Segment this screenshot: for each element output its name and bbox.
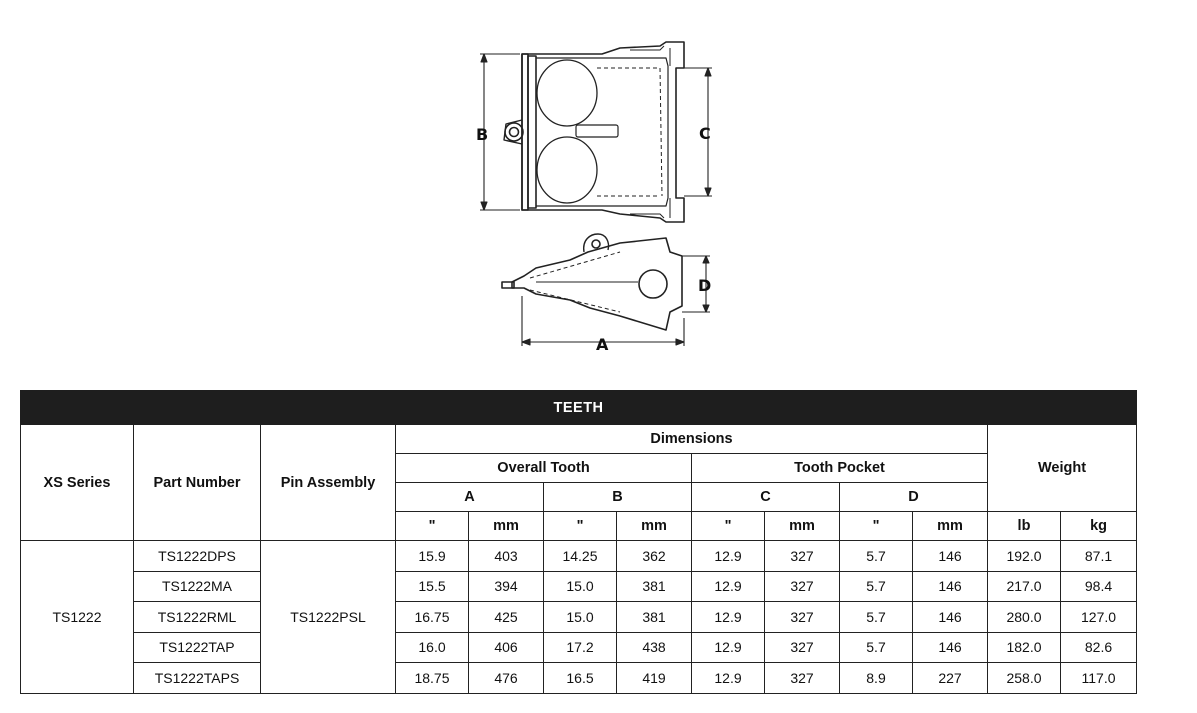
label-a: A <box>596 335 609 354</box>
d-inch-cell: 8.9 <box>839 662 913 694</box>
b-inch-cell: 16.5 <box>543 662 617 694</box>
table-title: TEETH <box>19 390 1138 425</box>
tooth-dimension-drawing: B C D A <box>476 41 712 354</box>
part-number-cell: TS1222RML <box>133 601 261 633</box>
table-row: TS1222TAP 16.0 406 17.2 438 12.9 327 5.7… <box>21 631 1138 663</box>
header-pin-assembly: Pin Assembly <box>260 424 396 541</box>
c-inch-cell: 12.9 <box>691 570 765 602</box>
a-inch-cell: 16.75 <box>395 601 469 633</box>
unit-kg: kg <box>1059 511 1138 541</box>
a-mm-cell: 476 <box>468 662 544 694</box>
weight-kg-cell: 87.1 <box>1059 540 1138 572</box>
weight-lb-cell: 192.0 <box>987 540 1061 572</box>
d-inch-cell: 5.7 <box>839 601 913 633</box>
table-row: TS1222RML 16.75 425 15.0 381 12.9 327 5.… <box>21 601 1138 633</box>
series-cell: TS1222 <box>20 540 134 694</box>
unit-mm: mm <box>468 511 544 541</box>
unit-mm: mm <box>616 511 692 541</box>
c-inch-cell: 12.9 <box>691 540 765 572</box>
header-tooth-pocket: Tooth Pocket <box>691 453 988 483</box>
unit-lb: lb <box>987 511 1061 541</box>
d-inch-cell: 5.7 <box>839 570 913 602</box>
d-mm-cell: 146 <box>912 601 988 633</box>
table-row: TS1222MA 15.5 394 15.0 381 12.9 327 5.7 … <box>21 570 1138 602</box>
dimension-c-line <box>684 67 712 197</box>
table-row: TS1222TAPS 18.75 476 16.5 419 12.9 327 8… <box>21 662 1138 694</box>
weight-lb-cell: 217.0 <box>987 570 1061 602</box>
weight-kg-cell: 82.6 <box>1059 631 1138 663</box>
b-mm-cell: 381 <box>616 601 692 633</box>
a-inch-cell: 15.9 <box>395 540 469 572</box>
c-inch-cell: 12.9 <box>691 601 765 633</box>
b-mm-cell: 381 <box>616 570 692 602</box>
c-mm-cell: 327 <box>764 662 840 694</box>
a-mm-cell: 394 <box>468 570 544 602</box>
a-inch-cell: 16.0 <box>395 631 469 663</box>
header-dimensions: Dimensions <box>395 424 988 454</box>
header-overall-tooth: Overall Tooth <box>395 453 692 483</box>
b-inch-cell: 15.0 <box>543 570 617 602</box>
dimension-a-line <box>521 296 685 346</box>
unit-inch: " <box>543 511 617 541</box>
b-inch-cell: 15.0 <box>543 601 617 633</box>
label-c: C <box>699 124 711 143</box>
header-weight: Weight <box>986 424 1138 512</box>
c-mm-cell: 327 <box>764 631 840 663</box>
weight-lb-cell: 182.0 <box>987 631 1061 663</box>
b-inch-cell: 17.2 <box>543 631 617 663</box>
header-xs-series: XS Series <box>20 424 134 541</box>
header-part-number: Part Number <box>133 424 261 541</box>
d-mm-cell: 146 <box>912 570 988 602</box>
part-number-cell: TS1222TAPS <box>133 662 261 694</box>
dimension-d-line <box>682 255 710 313</box>
a-inch-cell: 15.5 <box>395 570 469 602</box>
part-number-cell: TS1222TAP <box>133 631 261 663</box>
label-d: D <box>698 276 711 295</box>
unit-inch: " <box>839 511 913 541</box>
header-b: B <box>543 482 692 512</box>
a-mm-cell: 425 <box>468 601 544 633</box>
c-inch-cell: 12.9 <box>691 631 765 663</box>
b-mm-cell: 438 <box>616 631 692 663</box>
d-mm-cell: 146 <box>912 540 988 572</box>
d-mm-cell: 146 <box>912 631 988 663</box>
table-row: TS1222 TS1222DPS TS1222PSL 15.9 403 14.2… <box>20 540 1138 694</box>
part-number-cell: TS1222MA <box>133 570 261 602</box>
a-mm-cell: 406 <box>468 631 544 663</box>
unit-inch: " <box>691 511 765 541</box>
b-mm-cell: 419 <box>616 662 692 694</box>
c-mm-cell: 327 <box>764 540 840 572</box>
label-b: B <box>476 125 488 144</box>
unit-inch: " <box>395 511 469 541</box>
weight-kg-cell: 127.0 <box>1059 601 1138 633</box>
unit-mm: mm <box>912 511 988 541</box>
d-inch-cell: 5.7 <box>839 540 913 572</box>
tooth-top-view <box>503 41 685 223</box>
weight-lb-cell: 258.0 <box>987 662 1061 694</box>
header-a: A <box>395 482 544 512</box>
dimension-b-line <box>480 53 520 211</box>
c-mm-cell: 327 <box>764 601 840 633</box>
part-number-cell: TS1222DPS <box>133 540 261 572</box>
c-inch-cell: 12.9 <box>691 662 765 694</box>
teeth-spec-table: TEETH XS Series Part Number Pin Assembly… <box>19 390 1138 694</box>
tooth-side-view <box>501 233 683 331</box>
weight-lb-cell: 280.0 <box>987 601 1061 633</box>
weight-kg-cell: 98.4 <box>1059 570 1138 602</box>
header-d: D <box>839 482 988 512</box>
b-mm-cell: 362 <box>616 540 692 572</box>
pin-assembly-cell: TS1222PSL <box>260 540 396 694</box>
unit-mm: mm <box>764 511 840 541</box>
d-inch-cell: 5.7 <box>839 631 913 663</box>
weight-kg-cell: 117.0 <box>1059 662 1138 694</box>
b-inch-cell: 14.25 <box>543 540 617 572</box>
c-mm-cell: 327 <box>764 570 840 602</box>
a-inch-cell: 18.75 <box>395 662 469 694</box>
d-mm-cell: 227 <box>912 662 988 694</box>
header-c: C <box>691 482 840 512</box>
a-mm-cell: 403 <box>468 540 544 572</box>
